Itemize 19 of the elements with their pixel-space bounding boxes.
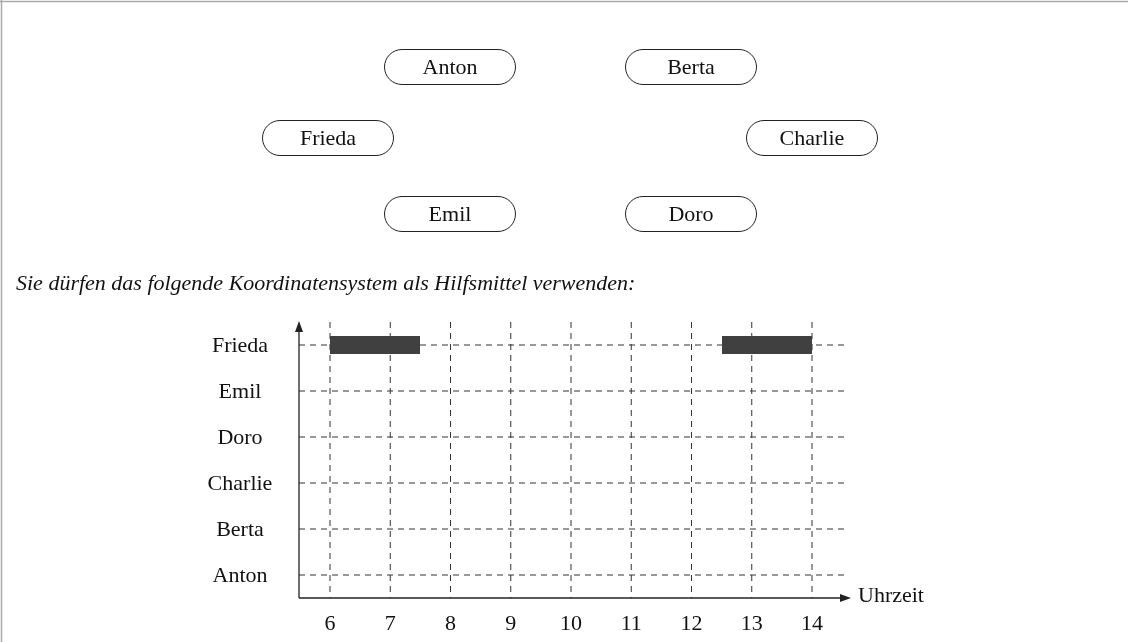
axis-title: Uhrzeit (858, 582, 924, 608)
tick-label: 12 (680, 610, 703, 636)
tick-label: 10 (560, 610, 582, 636)
axis-label: Frieda (211, 332, 269, 358)
axis-label: Anton (212, 562, 268, 588)
tick-label: 9 (505, 610, 517, 636)
tick-label: 13 (740, 610, 763, 636)
tick-label: 7 (384, 610, 396, 636)
axis-label: Charlie (207, 470, 273, 496)
time-bar (721, 336, 812, 354)
tick-label: 11 (620, 610, 642, 636)
axis-label: Emil (218, 378, 262, 404)
tick-label: 6 (324, 610, 336, 636)
time-bar (330, 336, 421, 354)
instruction-text: Sie dürfen das folgende Koordinatensystem als Hilfsmittel verwenden: (16, 270, 636, 296)
tick-label: 14 (801, 610, 823, 636)
tick-label: 8 (445, 610, 456, 636)
axis-label: Doro (217, 424, 263, 450)
axis-label: Berta (216, 516, 264, 542)
